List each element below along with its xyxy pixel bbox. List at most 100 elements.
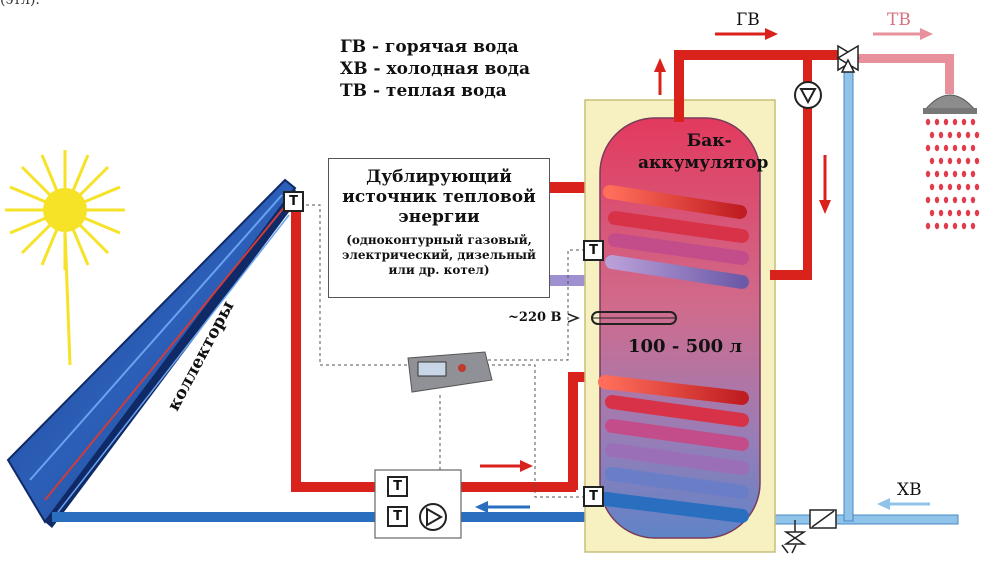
legend-hot: ГВ - горячая вода xyxy=(340,37,519,57)
water-drop xyxy=(943,170,949,178)
water-drop xyxy=(934,170,940,178)
warm-water-pipe xyxy=(852,54,952,63)
water-drop xyxy=(934,118,940,126)
heater-voltage-label: ~220 В xyxy=(508,310,562,325)
water-drop xyxy=(961,118,967,126)
water-drop xyxy=(947,157,953,165)
water-drop xyxy=(961,144,967,152)
sun-icon xyxy=(5,150,125,366)
aux-heat-source-box: Дублирующий источник тепловой энергии (о… xyxy=(328,158,550,298)
water-drop xyxy=(952,222,958,230)
water-drop xyxy=(938,209,944,217)
solar-collector xyxy=(6,178,298,528)
water-drop xyxy=(925,170,931,178)
water-drop xyxy=(974,183,980,191)
aux-title-line: энергии xyxy=(398,207,480,227)
water-drop xyxy=(934,222,940,230)
water-drop xyxy=(965,131,971,139)
water-drop xyxy=(929,131,935,139)
water-drop xyxy=(938,183,944,191)
tank-title: Бак- аккумулятор xyxy=(638,130,768,174)
water-drop xyxy=(934,144,940,152)
shower-head-icon xyxy=(923,54,977,114)
water-drop xyxy=(970,118,976,126)
aux-title-line: Дублирующий xyxy=(366,167,512,187)
water-drop xyxy=(965,209,971,217)
aux-sub-line: или др. котел) xyxy=(388,263,490,277)
water-drop xyxy=(956,131,962,139)
aux-title: Дублирующий источник тепловой энергии xyxy=(329,167,549,227)
water-drop xyxy=(952,118,958,126)
aux-supply-pipe xyxy=(548,182,598,193)
tank-title-line: Бак- xyxy=(686,131,732,151)
safety-valve-icon xyxy=(781,520,807,554)
water-drop xyxy=(925,196,931,204)
controller-unit xyxy=(407,351,493,393)
water-drop xyxy=(952,196,958,204)
temp-sensor-collector: Т xyxy=(283,191,304,212)
aux-title-line: источник тепловой xyxy=(342,187,536,207)
water-drop xyxy=(961,196,967,204)
water-drop xyxy=(929,157,935,165)
water-drop xyxy=(961,170,967,178)
caption-fragment: (этл). xyxy=(0,0,40,8)
water-drop xyxy=(952,170,958,178)
water-drop xyxy=(925,222,931,230)
flow-arrows xyxy=(475,28,933,513)
water-drop xyxy=(925,118,931,126)
water-drop xyxy=(947,183,953,191)
water-drop xyxy=(943,222,949,230)
water-drop xyxy=(961,222,967,230)
water-drop xyxy=(925,144,931,152)
electric-heater xyxy=(567,311,677,325)
aux-sub-line: (одноконтурный газовый, xyxy=(346,233,532,247)
water-drop xyxy=(947,209,953,217)
water-drop xyxy=(974,131,980,139)
water-drop xyxy=(929,209,935,217)
legend-cold: ХВ - холодная вода xyxy=(340,59,531,79)
water-drop xyxy=(929,183,935,191)
water-drop xyxy=(970,170,976,178)
control-wires xyxy=(300,204,585,498)
water-drop xyxy=(956,209,962,217)
aux-subtitle: (одноконтурный газовый, электрический, д… xyxy=(329,233,549,278)
water-drop xyxy=(943,144,949,152)
temp-sensor-tank-lower: Т xyxy=(583,486,604,507)
water-drop xyxy=(970,222,976,230)
check-valve-icon xyxy=(809,509,837,529)
aux-return-pipe xyxy=(548,275,598,286)
circulation-pump-icon xyxy=(794,81,822,109)
aux-sub-line: электрический, дизельный xyxy=(342,248,536,262)
mixing-valve-icon xyxy=(836,44,860,73)
temp-sensor-supply: Т xyxy=(387,476,408,497)
water-drop xyxy=(938,131,944,139)
water-drop xyxy=(943,118,949,126)
water-drop xyxy=(970,144,976,152)
shower-drops xyxy=(925,118,980,230)
water-drop xyxy=(956,157,962,165)
water-drop xyxy=(965,157,971,165)
water-drop xyxy=(956,183,962,191)
water-drop xyxy=(974,209,980,217)
water-drop xyxy=(952,144,958,152)
temp-sensor-return: Т xyxy=(387,506,408,527)
hot-outlet-pipe xyxy=(674,50,844,280)
upper-heat-coil xyxy=(603,185,749,289)
water-drop xyxy=(970,196,976,204)
tank-title-line: аккумулятор xyxy=(638,153,769,173)
water-drop xyxy=(934,196,940,204)
water-drop xyxy=(943,196,949,204)
water-drop xyxy=(938,157,944,165)
cold-water-flow-label: ХВ xyxy=(897,480,922,500)
hot-water-flow-label: ГВ xyxy=(736,10,760,30)
water-drop xyxy=(974,157,980,165)
tank-volume: 100 - 500 л xyxy=(628,336,743,357)
lower-solar-coil xyxy=(591,375,749,523)
water-drop xyxy=(947,131,953,139)
water-drop xyxy=(965,183,971,191)
temp-sensor-tank-upper: Т xyxy=(583,240,604,261)
legend: ГВ - горячая вода ХВ - холодная вода ТВ … xyxy=(340,36,530,102)
legend-warm: ТВ - теплая вода xyxy=(340,81,507,101)
warm-water-flow-label: ТВ xyxy=(887,10,911,30)
